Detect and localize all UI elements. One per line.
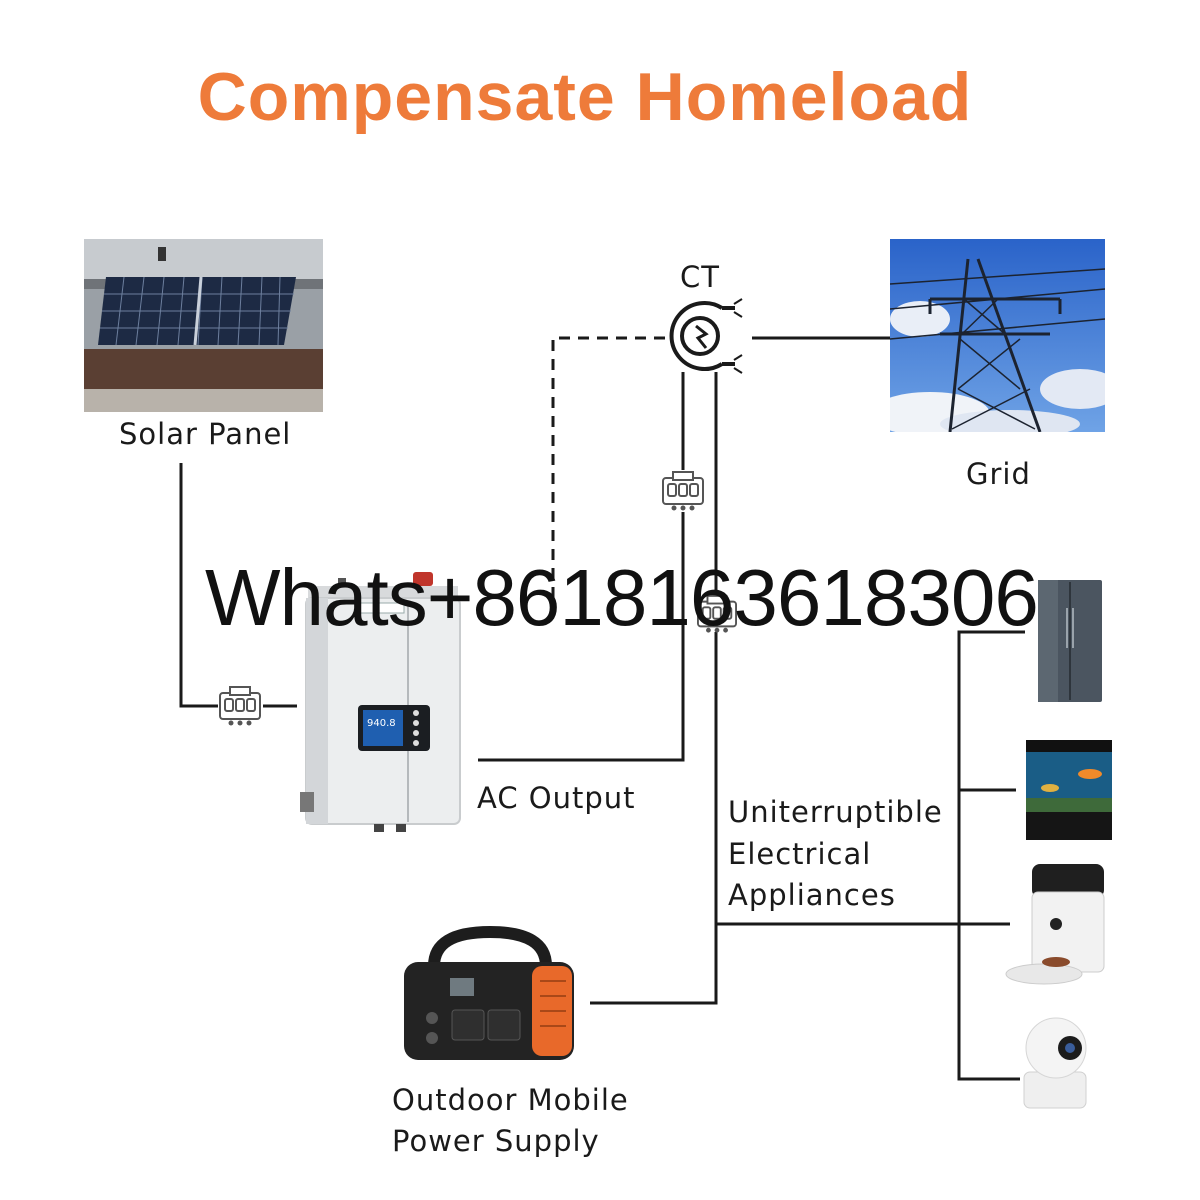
inverter-display-value: 940.8 [367,718,396,729]
inverter-photo: 940.8 [298,572,468,834]
solar-wire [179,463,218,708]
appliances-label-line1: Uniterruptible [728,795,943,829]
ct-clamp-icon [669,298,743,374]
security-camera-photo [1023,1017,1087,1109]
power-station-photo [404,926,574,1060]
solar-panel-label: Solar Panel [119,417,292,451]
grid-label: Grid [966,457,1031,491]
connector-icon [219,686,261,726]
outdoor-label-line2: Power Supply [392,1124,600,1158]
ac-output-label: AC Output [477,781,636,815]
solar-panel-photo [84,239,323,412]
aquarium-photo [1026,740,1112,840]
connector-icon [662,471,704,511]
page-title: Compensate Homeload [197,59,973,135]
outdoor-label-line1: Outdoor Mobile [392,1083,629,1117]
ct-label: CT [680,260,720,294]
grid-tower-photo [890,239,1105,432]
ac-output-wire [478,512,685,762]
refrigerator-photo [1038,580,1102,702]
appliance-bus [957,630,1025,1081]
load-wire [590,632,718,1005]
watermark-text: Whats+8618163618306 [205,553,1039,642]
pet-feeder-photo [1005,864,1105,985]
connector-icon [697,594,737,633]
appliances-label-line3: Appliances [728,878,896,912]
appliances-label-line2: Electrical [728,837,872,871]
